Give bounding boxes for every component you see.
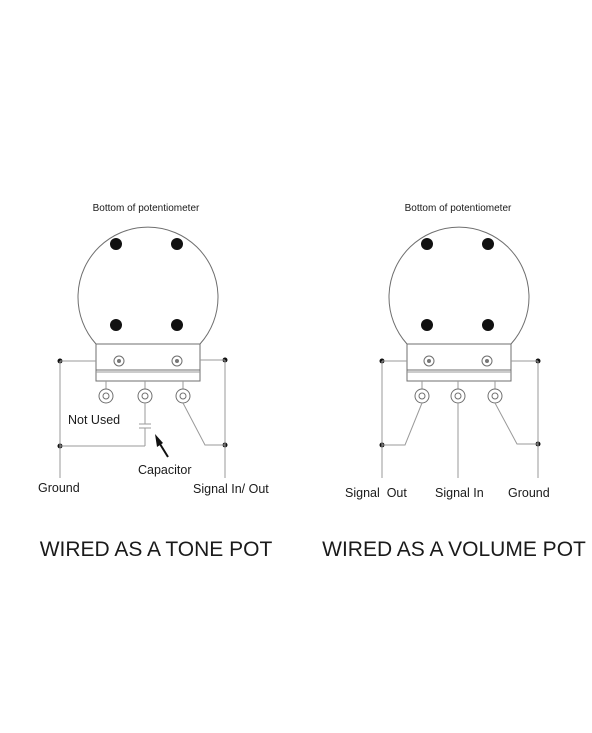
tone-title: WIRED AS A TONE POT: [40, 538, 273, 561]
volume-pot-diagram: Bottom of potentiometer: [322, 203, 586, 561]
volume-pot-body: [388, 226, 530, 382]
tone-pot-diagram: Bottom of potentiometer: [38, 203, 272, 561]
tone-pot-bracket: [95, 343, 201, 371]
volume-signal-out-label: Signal Out: [345, 486, 407, 500]
tone-signal-label: Signal In/ Out: [193, 482, 269, 496]
tone-ground-label: Ground: [38, 481, 80, 495]
volume-mount-hole-br: [482, 319, 494, 331]
volume-mount-hole-bl: [421, 319, 433, 331]
volume-mount-hole-tr: [482, 238, 494, 250]
volume-ground-label: Ground: [508, 486, 550, 500]
volume-title: WIRED AS A VOLUME POT: [322, 538, 586, 561]
tone-pot-header: Bottom of potentiometer: [93, 203, 200, 214]
tone-capacitor-label: Capacitor: [138, 463, 192, 477]
tone-capacitor-arrowhead: [155, 434, 163, 447]
tone-mount-hole-bl: [110, 319, 122, 331]
tone-pot-body: [77, 226, 219, 382]
volume-signal-in-label: Signal In: [435, 486, 484, 500]
tone-not-used-label: Not Used: [68, 413, 120, 427]
tone-mount-hole-tl: [110, 238, 122, 250]
tone-mount-hole-tr: [171, 238, 183, 250]
volume-mount-hole-tl: [421, 238, 433, 250]
volume-pot-bracket: [406, 343, 512, 371]
tone-capacitor-arrow: [159, 443, 169, 458]
tone-mount-hole-br: [171, 319, 183, 331]
volume-pot-header: Bottom of potentiometer: [405, 203, 512, 214]
